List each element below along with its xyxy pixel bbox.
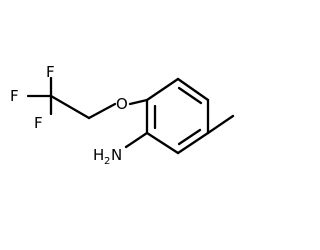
structure-diagram: F F F O H 2 N (10, 63, 235, 167)
ring-inner-bond-top (177, 86, 203, 105)
bond-ring-nh2 (124, 131, 149, 149)
ring-bond-5 (145, 131, 180, 155)
atom-amine-h: H (93, 146, 104, 164)
bond-o-ring (128, 98, 149, 106)
bond-methyl (206, 114, 235, 135)
ring-inner-bond-bottom (177, 128, 202, 146)
atom-f-top: F (46, 63, 55, 81)
atom-f-left: F (10, 87, 19, 105)
atom-amine-h-count: 2 (104, 156, 110, 167)
atom-f-bottom: F (34, 114, 43, 132)
bond-cf3-ch2 (49, 94, 91, 120)
ring-bond-2 (176, 77, 210, 102)
atom-oxygen: O (116, 95, 128, 113)
ring-bond-1 (145, 77, 180, 102)
ring-bond-4 (176, 131, 210, 155)
bond-ch2-o (87, 102, 117, 120)
atom-amine-n: N (111, 146, 122, 164)
